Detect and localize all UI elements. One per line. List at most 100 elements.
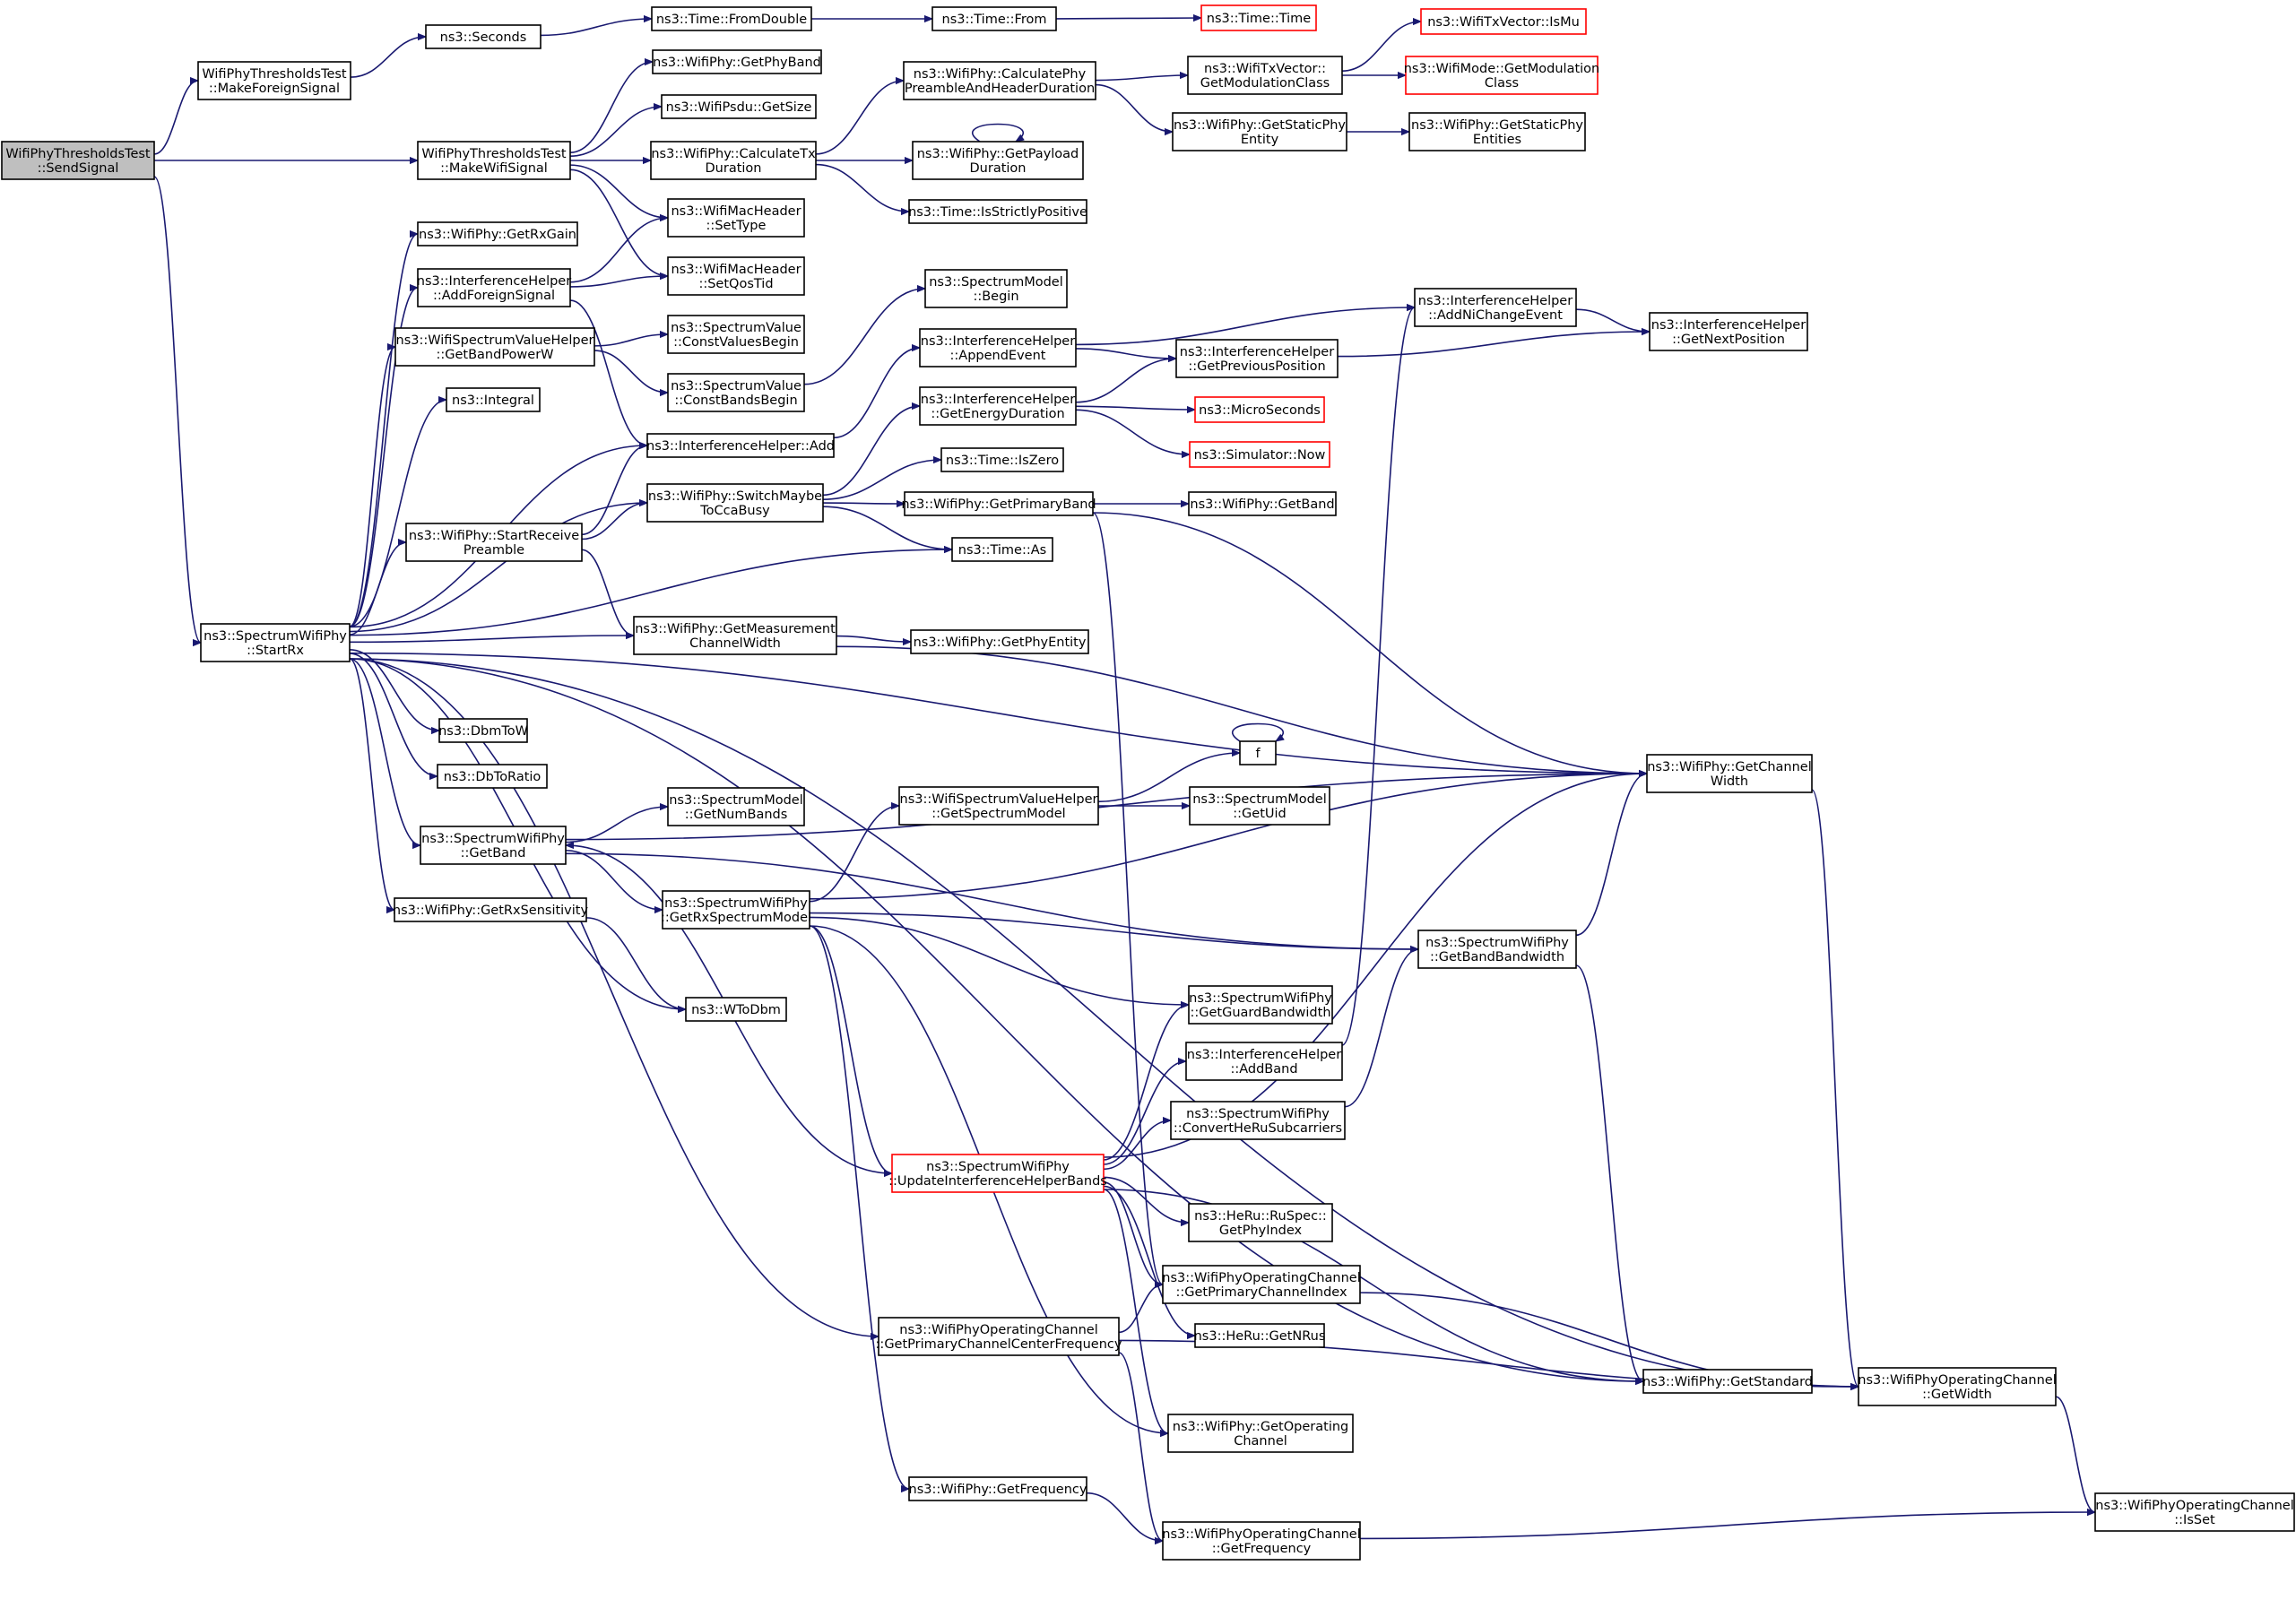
node-get-guard-bandwidth[interactable]: ns3::SpectrumWifiPhy::GetGuardBandwidth [1188,985,1333,1025]
node-box [667,373,805,412]
node-dbm-to-w[interactable]: ns3::DbmToW [438,718,528,743]
node-time-time[interactable]: ns3::Time::Time [1200,4,1317,31]
node-add-ni-change-event[interactable]: ns3::InterferenceHelper::AddNiChangeEven… [1414,288,1577,327]
node-wto-dbm[interactable]: ns3::WToDbm [685,997,787,1022]
node-get-band-power-w[interactable]: ns3::WifiSpectrumValueHelper::GetBandPow… [394,327,595,367]
node-get-energy-duration[interactable]: ns3::InterferenceHelper::GetEnergyDurati… [919,386,1077,426]
edge-const-bands-begin-to-smbegin [803,289,925,385]
node-get-num-bands[interactable]: ns3::SpectrumModel::GetNumBands [667,787,805,826]
node-label: ns3::SpectrumModel [1192,792,1327,807]
edge-get-previous-position-to-get-next-position [1337,332,1650,358]
node-append-event[interactable]: ns3::InterferenceHelper::AppendEvent [919,328,1077,368]
node-get-primary-band[interactable]: ns3::WifiPhy::GetPrimaryBand [901,491,1096,516]
node-box [417,221,578,246]
node-send-signal[interactable]: WifiPhyThresholdsTest::SendSignal [1,141,155,180]
node-get-standard[interactable]: ns3::WifiPhy::GetStandard [1642,1369,1813,1394]
node-start-rx[interactable]: ns3::SpectrumWifiPhy::StartRx [200,623,351,662]
node-const-bands-begin[interactable]: ns3::SpectrumValue::ConstBandsBegin [667,373,805,412]
node-get-next-position[interactable]: ns3::InterferenceHelper::GetNextPosition [1649,312,1808,351]
node-get-rx-spectrum-model[interactable]: ns3::SpectrumWifiPhy::GetRxSpectrumModel [661,890,811,930]
node-get-uid[interactable]: ns3::SpectrumModel::GetUid [1189,786,1330,826]
node-label: ns3::WifiPhyOperatingChannel [899,1323,1097,1337]
edge-get-energy-duration-to-sim-now [1075,409,1190,454]
node-box [200,623,351,662]
node-mode-get-mod-class[interactable]: ns3::WifiMode::GetModulationClass [1404,56,1600,95]
edge-get-channel-width-to-ocget-width [1811,789,1859,1387]
node-make-foreign-signal[interactable]: WifiPhyThresholdsTest::MakeForeignSignal [197,61,351,100]
node-get-band-bandwidth[interactable]: ns3::SpectrumWifiPhy::GetBandBandwidth [1417,930,1577,969]
node-get-nrus[interactable]: ns3::HeRu::GetNRus [1194,1323,1326,1348]
edge-get-primary-band-to-get-primary-channel-index [1092,512,1164,1284]
node-ocget-frequency[interactable]: ns3::WifiPhyOperatingChannel::GetFrequen… [1162,1521,1361,1561]
node-label: ns3::WifiPhy::GetPhyEntity [914,636,1087,650]
node-set-type[interactable]: ns3::WifiMacHeader::SetType [667,198,805,238]
node-db-to-ratio[interactable]: ns3::DbToRatio [437,764,548,789]
node-get-phy-band[interactable]: ns3::WifiPhy::GetPhyBand [652,49,822,74]
node-make-wifi-signal[interactable]: WifiPhyThresholdsTest::MakeWifiSignal [417,141,571,180]
node-get-rx-sensitivity[interactable]: ns3::WifiPhy::GetRxSensitivity [393,897,589,922]
node-get-primary-channel-center-frequency[interactable]: ns3::WifiPhyOperatingChannel::GetPrimary… [876,1317,1122,1356]
node-label: ::GetUid [1233,807,1286,821]
edge-start-rx-to-switch-maybe-to-cca-busy [349,503,647,633]
node-integral[interactable]: ns3::Integral [446,387,541,412]
node-ocget-width[interactable]: ns3::WifiPhyOperatingChannel::GetWidth [1858,1367,2057,1406]
node-box [1189,786,1330,826]
node-from-double[interactable]: ns3::Time::FromDouble [651,6,812,31]
node-label: ns3::WifiSpectrumValueHelper [900,792,1098,807]
node-const-values-begin[interactable]: ns3::SpectrumValue::ConstValuesBegin [667,315,805,354]
node-tx-vec-get-mod-class[interactable]: ns3::WifiTxVector::GetModulationClass [1187,56,1343,95]
node-label: ::GetBand [461,846,526,861]
node-get-previous-position[interactable]: ns3::InterferenceHelper::GetPreviousPosi… [1175,339,1339,378]
node-psdu-get-size[interactable]: ns3::WifiPsdu::GetSize [661,94,817,119]
node-get-phy-index[interactable]: ns3::HeRu::RuSpec::GetPhyIndex [1188,1203,1333,1242]
node-wifi-get-band[interactable]: ns3::WifiPhy::GetBand [1188,491,1337,516]
edge-get-rx-spectrum-model-to-update-ihbands [809,925,893,1173]
node-sim-now[interactable]: ns3::Simulator::Now [1189,441,1330,468]
node-seconds[interactable]: ns3::Seconds [425,24,542,49]
node-ihadd[interactable]: ns3::InterferenceHelper::Add [646,433,835,458]
node-micro-seconds[interactable]: ns3::MicroSeconds [1194,396,1325,423]
edge-start-rx-to-get-rx-sensitivity [349,658,395,910]
node-get-phy-entity[interactable]: ns3::WifiPhy::GetPhyEntity [910,629,1089,654]
node-swpget-band[interactable]: ns3::SpectrumWifiPhy::GetBand [420,826,567,865]
node-smbegin[interactable]: ns3::SpectrumModel::Begin [924,269,1068,308]
node-time-from[interactable]: ns3::Time::From [931,6,1057,31]
node-time-as[interactable]: ns3::Time::As [951,537,1053,562]
node-convert-he-ru-subcarriers[interactable]: ns3::SpectrumWifiPhy::ConvertHeRuSubcarr… [1170,1101,1346,1140]
node-calc-preamble[interactable]: ns3::WifiPhy::CalculatePhyPreambleAndHea… [903,61,1096,100]
node-label: ns3::SpectrumWifiPhy [204,629,347,644]
node-label: ns3::WifiPhy::GetStaticPhy [1174,118,1346,133]
node-box [1194,396,1325,423]
node-box [662,890,810,930]
node-wifi-get-frequency[interactable]: ns3::WifiPhy::GetFrequency [908,1476,1087,1501]
node-ihadd-band[interactable]: ns3::InterferenceHelper::AddBand [1185,1042,1343,1081]
edge-update-ihbands-to-get-primary-channel-index [1103,1181,1164,1284]
node-get-primary-channel-index[interactable]: ns3::WifiPhyOperatingChannel::GetPrimary… [1162,1265,1361,1304]
node-is-strictly-positive[interactable]: ns3::Time::IsStrictlyPositive [908,199,1087,224]
node-update-ihbands[interactable]: ns3::SpectrumWifiPhy::UpdateInterference… [888,1154,1107,1193]
edge-make-wifi-signal-to-set-type [569,164,668,218]
node-f[interactable]: f [1239,740,1277,765]
edge-get-spectrum-model-to-f [1097,753,1240,803]
node-is-zero[interactable]: ns3::Time::IsZero [940,447,1064,472]
edge-update-ihbands-to-get-guard-bandwidth [1103,1005,1190,1161]
node-is-mu[interactable]: ns3::WifiTxVector::IsMu [1420,8,1587,35]
node-get-spectrum-model[interactable]: ns3::WifiSpectrumValueHelper::GetSpectru… [898,786,1099,826]
node-ocis-set[interactable]: ns3::WifiPhyOperatingChannel::IsSet [2094,1492,2295,1532]
node-set-qos-tid[interactable]: ns3::WifiMacHeader::SetQosTid [667,256,805,296]
node-box [1162,1521,1361,1561]
node-add-foreign-signal[interactable]: ns3::InterferenceHelper::AddForeignSigna… [417,268,571,307]
node-label: Entities [1473,133,1521,147]
edge-get-payload-duration-to-get-payload-duration [971,123,1024,143]
node-get-rx-gain[interactable]: ns3::WifiPhy::GetRxGain [417,221,578,246]
node-box [2094,1492,2295,1532]
